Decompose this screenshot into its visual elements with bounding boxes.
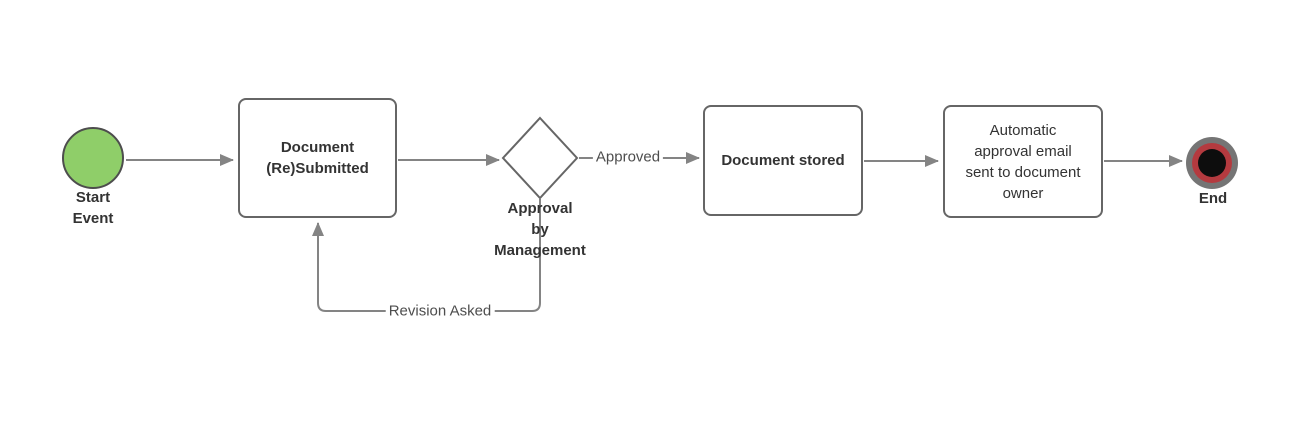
edge-label-revision-asked: Revision Asked xyxy=(385,302,495,320)
task-document-resubmitted-label: Document (Re)Submitted xyxy=(266,139,369,177)
gateway-approval-node xyxy=(501,116,579,200)
task-approval-email: Automatic approval email sent to documen… xyxy=(943,105,1103,218)
end-event-label: End xyxy=(1198,190,1228,207)
start-event-label: Start Event xyxy=(72,189,114,227)
gateway-diamond-icon xyxy=(501,116,579,200)
task-document-stored: Document stored xyxy=(703,105,863,216)
start-event-node xyxy=(62,127,124,189)
task-document-resubmitted: Document (Re)Submitted xyxy=(238,98,397,218)
end-event-inner-ring xyxy=(1192,143,1232,183)
end-event-node xyxy=(1186,137,1238,189)
gateway-approval-label: Approval by Management xyxy=(494,200,586,259)
edge-label-approved: Approved xyxy=(592,148,664,166)
task-document-stored-label: Document stored xyxy=(721,152,845,169)
task-approval-email-label: Automatic approval email sent to documen… xyxy=(965,121,1081,202)
end-event-center xyxy=(1198,149,1226,177)
